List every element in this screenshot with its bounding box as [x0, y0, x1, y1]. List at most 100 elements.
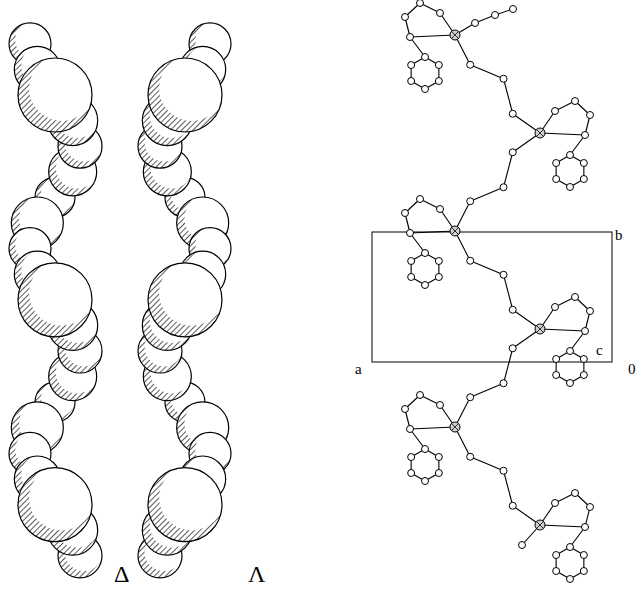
ball-atom: [402, 14, 409, 21]
atom-sphere: [18, 261, 94, 337]
ball-atom: [567, 152, 574, 159]
ball-atom: [567, 348, 574, 355]
axis-label: b: [615, 228, 623, 243]
ball-atom: [437, 10, 444, 17]
ball-atom: [467, 453, 474, 460]
ball-atom: [580, 176, 587, 183]
ball-atom: [580, 568, 587, 575]
ball-atom: [552, 304, 559, 311]
handedness-label: Λ: [248, 562, 265, 586]
metal-mark: [537, 522, 544, 529]
ball-atom: [408, 274, 415, 281]
atom-sphere: [148, 465, 224, 541]
ball-atom: [467, 394, 474, 401]
ball-atom: [567, 184, 574, 191]
ball-atom: [582, 132, 589, 139]
metal-mark: [452, 32, 459, 39]
bond-stick: [470, 261, 503, 275]
ball-atom: [553, 552, 560, 559]
ball-atom: [422, 86, 429, 93]
ball-atom: [500, 184, 507, 191]
ball-atom: [422, 250, 429, 257]
bond-stick: [470, 187, 503, 201]
ball-atom: [435, 274, 442, 281]
lambda-helix: [138, 22, 232, 578]
sphere-light: [29, 261, 94, 326]
ball-atom: [500, 75, 507, 82]
ball-atom: [580, 160, 587, 167]
axis-label: c: [596, 343, 603, 358]
ball-atom: [402, 406, 409, 413]
ball-atom: [437, 206, 444, 213]
ball-atom: [435, 62, 442, 69]
sphere-outline: [148, 263, 222, 337]
sphere-light: [29, 56, 94, 121]
metal-atom: [450, 226, 460, 236]
ball-atom: [417, 0, 424, 7]
chain-structure: [402, 0, 594, 583]
handedness-label: Δ: [114, 562, 129, 586]
ball-atom: [407, 230, 414, 237]
sphere-light: [159, 56, 224, 121]
ball-atom: [435, 454, 442, 461]
metal-mark: [452, 228, 459, 235]
bond-stick: [504, 471, 513, 506]
ball-atom: [582, 328, 589, 335]
ball-atom: [553, 356, 560, 363]
ball-atom: [422, 478, 429, 485]
metal-mark: [537, 130, 544, 137]
ball-atom: [580, 372, 587, 379]
origin-label: 0: [628, 362, 636, 377]
ball-atom: [467, 257, 474, 264]
metal-atom: [450, 422, 460, 432]
ball-atom: [408, 454, 415, 461]
ball-atom: [408, 78, 415, 85]
atom-sphere: [18, 465, 94, 541]
metal-atom: [535, 324, 545, 334]
ball-atom: [553, 176, 560, 183]
bond-stick: [470, 383, 503, 397]
ball-atom: [407, 34, 414, 41]
ball-atom: [435, 78, 442, 85]
ball-atom: [500, 380, 507, 387]
ball-atom: [407, 426, 414, 433]
delta-helix: [9, 22, 103, 578]
ball-atom: [567, 576, 574, 583]
ball-atom: [500, 271, 507, 278]
ball-atom: [572, 294, 579, 301]
ball-atom: [509, 110, 516, 117]
ball-atom: [500, 467, 507, 474]
ball-atom: [552, 108, 559, 115]
bond-stick: [470, 457, 503, 471]
atom-sphere: [18, 56, 94, 132]
metal-mark: [537, 326, 544, 333]
metal-atom: [450, 30, 460, 40]
sphere-outline: [18, 58, 92, 132]
ball-atom: [587, 504, 594, 511]
axis-label: a: [355, 362, 362, 377]
ball-atom: [567, 544, 574, 551]
sphere-outline: [18, 468, 92, 542]
ball-atom: [509, 345, 516, 352]
bond-stick: [540, 525, 585, 527]
ball-atom: [422, 282, 429, 289]
ball-atom: [408, 470, 415, 477]
ball-atom: [417, 392, 424, 399]
ball-atom: [492, 12, 499, 19]
ball-atom: [572, 98, 579, 105]
sphere-light: [159, 465, 224, 530]
atom-sphere: [148, 56, 224, 132]
bond-stick: [470, 65, 503, 79]
ball-atom: [587, 112, 594, 119]
ball-atom: [422, 54, 429, 61]
ball-atom: [437, 402, 444, 409]
ball-atom: [467, 61, 474, 68]
metal-atom: [535, 520, 545, 530]
ball-atom: [510, 6, 517, 13]
metal-atom: [535, 128, 545, 138]
ball-atom: [408, 62, 415, 69]
bond-stick: [410, 427, 455, 429]
bond-stick: [540, 329, 585, 331]
